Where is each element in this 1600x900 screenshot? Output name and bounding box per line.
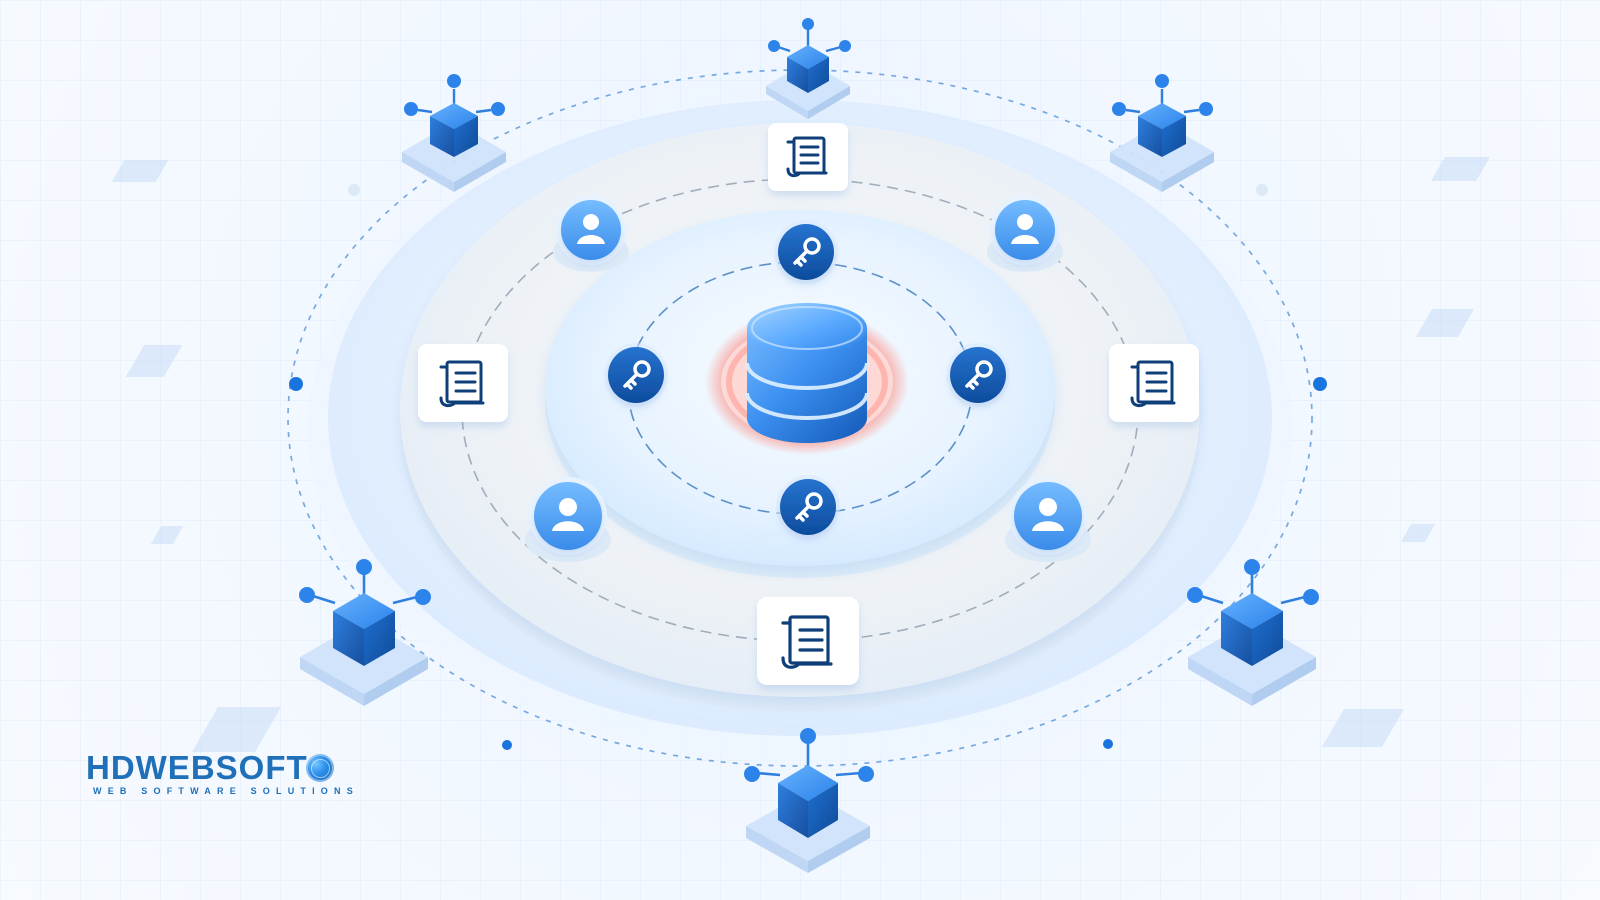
- brand-tagline: WEB SOFTWARE SOLUTIONS: [93, 786, 359, 796]
- node-cube-icon: [1187, 559, 1319, 706]
- database-icon: [745, 303, 869, 443]
- globe-icon: [306, 754, 334, 782]
- node-cube-icon: [1110, 74, 1214, 192]
- node-cube-icon: [402, 74, 506, 192]
- brand-name: HDWEBSOFT: [86, 749, 308, 786]
- document-icon: [1109, 344, 1199, 422]
- key-icon: [946, 343, 1010, 407]
- outer-node-icons: [299, 18, 1319, 873]
- outer-orbit-dots: [289, 184, 1327, 750]
- user-icon: [553, 195, 629, 272]
- brand-logo: HDWEBSOFT WEB SOFTWARE SOLUTIONS: [86, 751, 386, 809]
- document-icon: [757, 597, 859, 685]
- node-cube-icon: [766, 18, 851, 119]
- inner-key-icons: [604, 220, 1010, 539]
- key-icon: [776, 475, 840, 539]
- document-icon: [418, 344, 508, 422]
- node-cube-icon: [299, 559, 431, 706]
- user-icon: [987, 195, 1063, 272]
- node-cube-icon: [744, 728, 874, 873]
- middle-ring-icons: [418, 123, 1199, 685]
- document-icon: [768, 123, 848, 191]
- key-icon: [604, 343, 668, 407]
- user-icon: [525, 477, 611, 562]
- key-icon: [774, 220, 838, 284]
- user-icon: [1005, 477, 1091, 562]
